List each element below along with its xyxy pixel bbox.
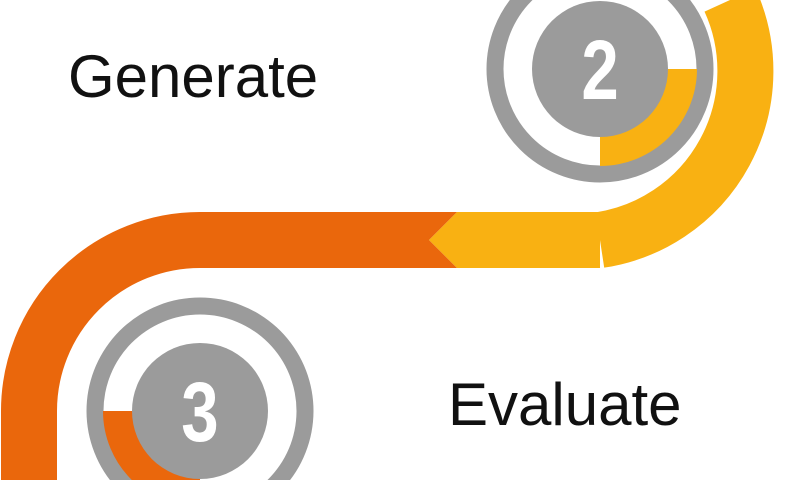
step-2-disc	[532, 1, 668, 137]
yellow-path-arrow	[429, 212, 600, 268]
step-3-badge: 3	[86, 297, 314, 480]
step-2-label: Generate	[68, 43, 318, 110]
orange-path-band	[200, 212, 457, 268]
step-2-number: 2	[581, 24, 618, 118]
step-3-ring	[86, 297, 314, 480]
step-3-number: 3	[181, 366, 218, 460]
yellow-path-arc	[595, 0, 774, 268]
orange-path-arc	[1, 212, 201, 480]
step-2-ring	[486, 0, 714, 183]
step-2-badge: 2	[486, 0, 714, 183]
step-3-disc	[132, 343, 268, 479]
step-3-label: Evaluate	[448, 371, 682, 438]
